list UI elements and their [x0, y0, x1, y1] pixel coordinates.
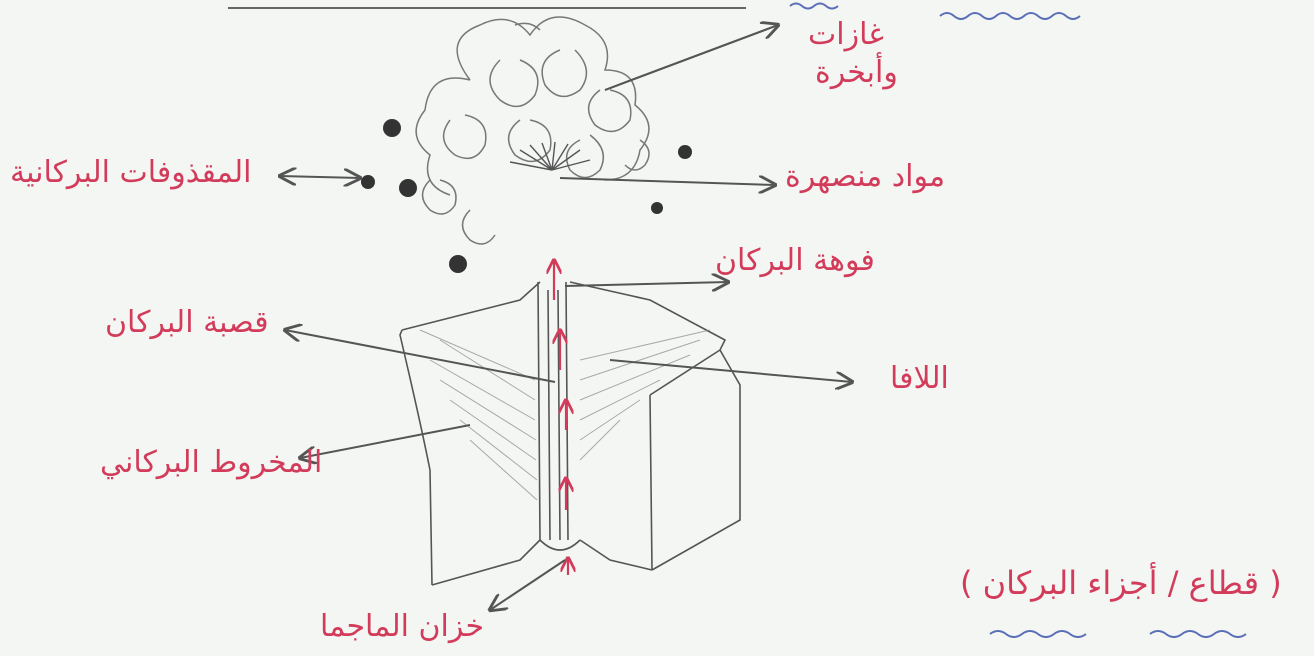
arrow-melted-materials: [560, 178, 775, 185]
label-melted-materials: مواد منصهرة: [785, 160, 945, 193]
wavy-underline-caption: [990, 631, 1246, 637]
arrow-cone: [300, 425, 470, 458]
wavy-underline-top-left: [790, 4, 838, 9]
arrow-magma-chamber: [490, 560, 565, 610]
arrow-lava: [610, 360, 852, 382]
arrow-volcanic-bombs: [280, 176, 360, 178]
arrow-vent: [285, 330, 555, 382]
arrow-crater: [565, 282, 728, 286]
volcano-cone-block: [400, 282, 740, 585]
label-lava: اللافا: [890, 362, 949, 395]
eruption-cloud: [416, 17, 649, 244]
label-volcanic-bombs: المقذوفات البركانية: [10, 156, 251, 189]
label-crater: فوهة البركان: [715, 244, 875, 277]
label-vent: قصبة البركان: [105, 306, 269, 339]
wavy-underline-top-right: [940, 13, 1080, 19]
diagram-caption: ( قطاع / أجزاء البركان ): [960, 566, 1282, 601]
label-volcanic-cone: المخروط البركاني: [100, 446, 322, 479]
arrow-gases-head: [605, 25, 778, 90]
label-vapors: وأبخرة: [815, 56, 898, 89]
label-magma-chamber: خزان الماجما: [320, 610, 484, 643]
label-gases: غازات: [808, 18, 884, 51]
